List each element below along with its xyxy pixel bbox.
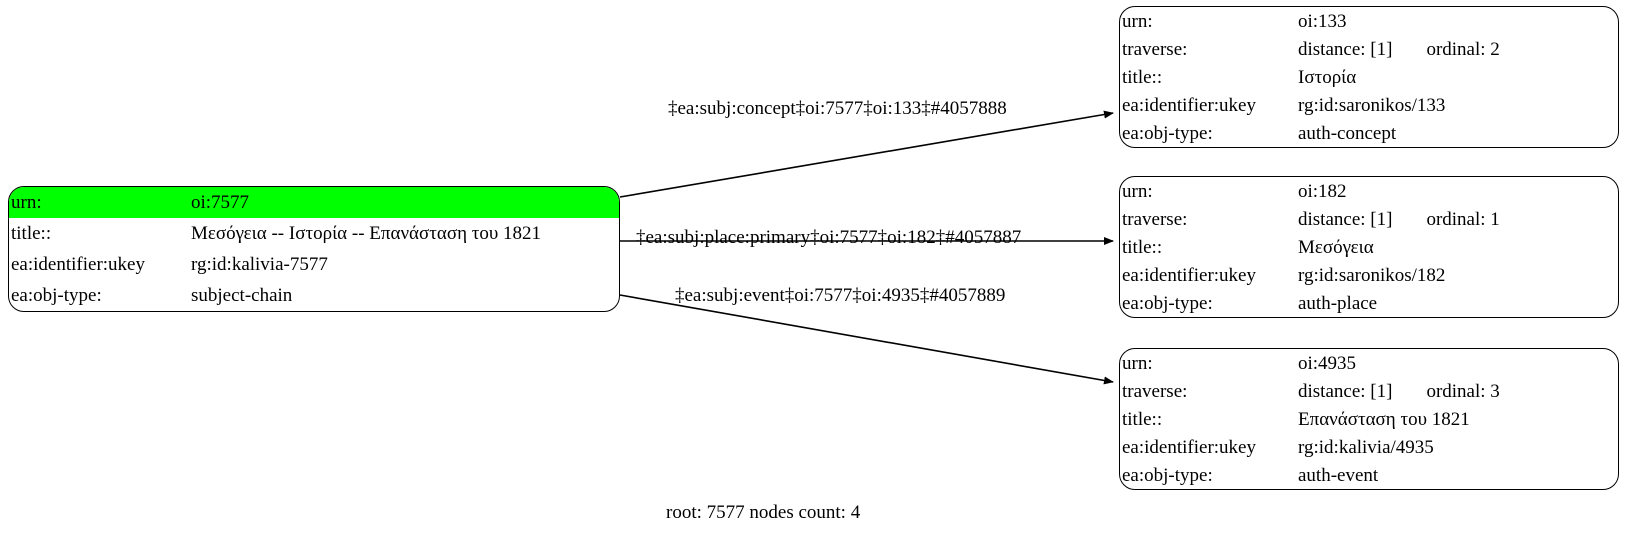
edge-label-place-primary: ‡ea:subj:place:primary‡oi:7577‡oi:182‡#4… (636, 227, 1022, 248)
node-row-key: urn: (1122, 180, 1153, 202)
node-row-key: urn: (9, 187, 189, 218)
node-row-objtype: ea:obj-type: auth-event (1120, 461, 1618, 489)
node-oi-182[interactable]: urn: oi:182 traverse: distance: [1] ordin… (1119, 176, 1619, 318)
node-row-ukey: ea:identifier:ukey rg:id:kalivia/4935 (1120, 433, 1618, 461)
node-row-value: Μεσόγεια -- Ιστορία -- Επανάσταση του 18… (191, 223, 542, 244)
node-row-key: title:: (1122, 408, 1163, 430)
node-row-key: ea:obj-type: (1122, 292, 1213, 314)
edge-line-concept (619, 110, 1114, 198)
node-row-key: ea:identifier:ukey (11, 254, 145, 275)
node-row-value: Επανάσταση του 1821 (1298, 408, 1470, 430)
node-row-key: ea:identifier:ukey (1122, 264, 1256, 286)
node-row-value: distance: [1] ordinal: 3 (1296, 377, 1618, 405)
node-row-key: ea:identifier:ukey (1122, 436, 1256, 458)
node-root-oi-7577[interactable]: urn: oi:7577 title:: Μεσόγεια -- Ιστορία… (8, 186, 620, 312)
node-oi-4935[interactable]: urn: oi:4935 traverse: distance: [1] ordi… (1119, 348, 1619, 490)
node-row-value: auth-concept (1298, 122, 1397, 144)
traverse-distance: distance: [1] (1298, 38, 1393, 60)
node-row-key: title:: (11, 223, 52, 244)
node-oi-182-table: urn: oi:182 traverse: distance: [1] ordin… (1120, 177, 1618, 317)
traverse-ordinal: ordinal: 1 (1426, 208, 1500, 230)
node-row-value: auth-event (1298, 464, 1379, 486)
node-row-value: rg:id:saronikos/182 (1298, 264, 1446, 286)
node-row-key: traverse: (1122, 380, 1188, 402)
node-row-key: urn: (1122, 10, 1153, 32)
node-row-key: traverse: (1122, 208, 1188, 230)
traverse-distance: distance: [1] (1298, 208, 1393, 230)
node-row-traverse: traverse: distance: [1] ordinal: 2 (1120, 35, 1618, 63)
node-oi-133[interactable]: urn: oi:133 traverse: distance: [1] ordin… (1119, 6, 1619, 148)
edge-label-event: ‡ea:subj:event‡oi:7577‡oi:4935‡#4057889 (675, 285, 1006, 306)
node-row-ukey: ea:identifier:ukey rg:id:saronikos/182 (1120, 261, 1618, 289)
node-row-urn: urn: oi:7577 (9, 187, 619, 218)
node-row-value: rg:id:kalivia-7577 (191, 254, 328, 275)
node-row-urn: urn: oi:133 (1120, 7, 1618, 35)
node-row-value: distance: [1] ordinal: 1 (1296, 205, 1618, 233)
node-row-value: rg:id:saronikos/133 (1298, 94, 1446, 116)
node-row-title: title:: Επανάσταση του 1821 (1120, 405, 1618, 433)
node-row-ukey: ea:identifier:ukey rg:id:kalivia-7577 (9, 249, 619, 280)
node-row-objtype: ea:obj-type: auth-place (1120, 289, 1618, 317)
edge-label-concept: ‡ea:subj:concept‡oi:7577‡oi:133‡#4057888 (668, 98, 1007, 119)
node-oi-4935-table: urn: oi:4935 traverse: distance: [1] ordi… (1120, 349, 1618, 489)
node-row-value: oi:4935 (1298, 352, 1357, 374)
traverse-ordinal: ordinal: 3 (1426, 380, 1500, 402)
node-row-title: title:: Μεσόγεια -- Ιστορία -- Επανάστασ… (9, 218, 619, 249)
node-row-objtype: ea:obj-type: subject-chain (9, 280, 619, 311)
node-row-traverse: traverse: distance: [1] ordinal: 1 (1120, 205, 1618, 233)
node-row-key: title:: (1122, 236, 1163, 258)
node-row-key: ea:obj-type: (1122, 122, 1213, 144)
node-row-key: traverse: (1122, 38, 1188, 60)
node-row-urn: urn: oi:182 (1120, 177, 1618, 205)
node-row-key: ea:identifier:ukey (1122, 94, 1256, 116)
node-row-value: oi:182 (1298, 180, 1347, 202)
node-row-value: oi:133 (1298, 10, 1347, 32)
node-row-value: subject-chain (191, 285, 293, 306)
node-row-key: ea:obj-type: (1122, 464, 1213, 486)
node-row-ukey: ea:identifier:ukey rg:id:saronikos/133 (1120, 91, 1618, 119)
node-row-key: urn: (1122, 352, 1153, 374)
node-row-value: auth-place (1298, 292, 1378, 314)
node-row-title: title:: Μεσόγεια (1120, 233, 1618, 261)
node-row-title: title:: Ιστορία (1120, 63, 1618, 91)
node-row-key: ea:obj-type: (11, 285, 102, 306)
node-root-table: urn: oi:7577 title:: Μεσόγεια -- Ιστορία… (9, 187, 619, 311)
traverse-distance: distance: [1] (1298, 380, 1393, 402)
node-row-value: distance: [1] ordinal: 2 (1296, 35, 1618, 63)
graph-caption: root: 7577 nodes count: 4 (666, 502, 861, 523)
node-row-value: Μεσόγεια (1298, 236, 1374, 258)
node-row-key: title:: (1122, 66, 1163, 88)
node-row-value: rg:id:kalivia/4935 (1298, 436, 1434, 458)
node-row-value: oi:7577 (189, 187, 619, 218)
node-oi-133-table: urn: oi:133 traverse: distance: [1] ordin… (1120, 7, 1618, 147)
node-row-objtype: ea:obj-type: auth-concept (1120, 119, 1618, 147)
edge-line-event (619, 294, 1114, 385)
node-row-traverse: traverse: distance: [1] ordinal: 3 (1120, 377, 1618, 405)
node-row-urn: urn: oi:4935 (1120, 349, 1618, 377)
traverse-ordinal: ordinal: 2 (1426, 38, 1500, 60)
node-row-value: Ιστορία (1298, 66, 1357, 88)
